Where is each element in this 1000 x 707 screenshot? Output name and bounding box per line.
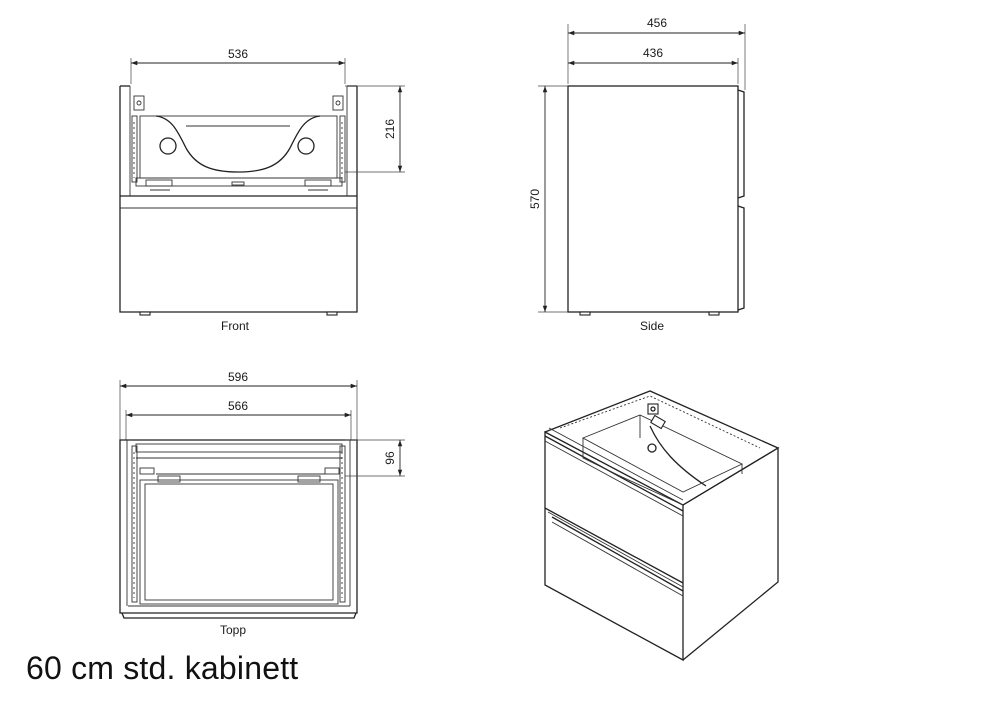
top-view-label: Topp bbox=[220, 623, 246, 637]
top-outer-dimension: 596 bbox=[228, 370, 248, 384]
top-inner-dimension: 566 bbox=[228, 399, 248, 413]
front-view-label: Front bbox=[221, 319, 250, 333]
isometric-view bbox=[544, 390, 780, 662]
side-height-dimension: 570 bbox=[528, 189, 542, 209]
side-outer-dimension: 456 bbox=[647, 16, 667, 30]
front-width-dimension: 536 bbox=[228, 47, 248, 61]
side-view-label: Side bbox=[640, 319, 664, 333]
front-view: 536 bbox=[119, 47, 405, 333]
top-depth-dimension: 96 bbox=[383, 451, 397, 465]
top-view: 596 566 96 Topp bbox=[119, 370, 405, 637]
side-inner-dimension: 436 bbox=[643, 46, 663, 60]
front-depth-dimension: 216 bbox=[383, 119, 397, 139]
side-view: 456 436 570 Side bbox=[528, 16, 746, 333]
drawing-caption: 60 cm std. kabinett bbox=[26, 650, 299, 686]
